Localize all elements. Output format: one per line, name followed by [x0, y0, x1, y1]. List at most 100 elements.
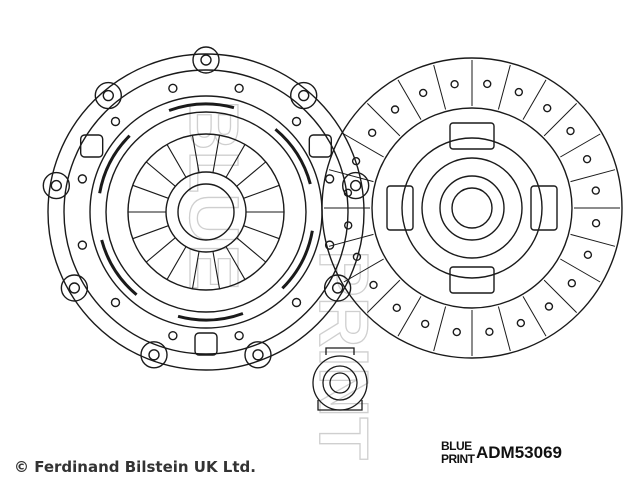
bolt-hole	[234, 330, 244, 341]
rivet	[544, 302, 554, 311]
logo-line-1: BLUE	[441, 439, 472, 453]
diaphragm-fingers	[98, 102, 314, 322]
segment-line	[497, 64, 511, 110]
rivet	[591, 219, 601, 228]
rivet	[516, 318, 526, 328]
segment-line	[366, 102, 401, 137]
lug-hole	[50, 179, 63, 192]
rivet	[351, 156, 361, 166]
rivets	[343, 79, 601, 337]
rivet	[543, 103, 552, 113]
segment-line	[397, 296, 422, 337]
finger-slot	[236, 161, 267, 187]
damper-spring	[386, 185, 414, 231]
bolt-hole	[77, 174, 88, 184]
lug	[290, 81, 318, 110]
segment-line	[497, 306, 511, 352]
finger-slot	[212, 251, 221, 289]
part-number: ADM53069	[476, 443, 562, 462]
bolt-hole	[291, 116, 302, 127]
segment-line	[522, 79, 547, 120]
bolt-hole	[168, 83, 178, 94]
rivet	[514, 87, 524, 97]
lug	[140, 341, 168, 369]
release-bearing	[312, 347, 368, 411]
logo-line-2: PRINT	[441, 452, 475, 466]
rivet	[483, 79, 492, 89]
segment-line	[366, 279, 401, 314]
svg-text:BLUE: BLUE	[175, 100, 253, 291]
segment-line	[522, 296, 547, 337]
damper-spring	[449, 266, 495, 294]
rivet	[352, 252, 362, 262]
segment-line	[328, 169, 374, 183]
bolt-hole	[234, 83, 244, 94]
bolt-hole	[110, 297, 121, 308]
bolt-hole	[110, 116, 121, 127]
rivet	[344, 221, 353, 230]
lug-hole	[331, 282, 344, 294]
lug-hole	[349, 179, 362, 192]
damper-spring	[530, 185, 558, 231]
bolt-hole	[291, 297, 302, 308]
finger-slot	[166, 144, 187, 178]
ring-slot	[281, 230, 314, 290]
rivet	[369, 280, 378, 290]
segment-line	[570, 169, 616, 183]
rivet	[420, 319, 430, 329]
rivet	[343, 188, 353, 197]
pressure-plate	[42, 46, 370, 371]
rivet	[418, 88, 428, 98]
rivet	[390, 105, 400, 114]
lug-hole	[102, 89, 114, 102]
strap-pad	[79, 134, 104, 158]
strap-pad	[308, 134, 333, 158]
segment-line	[433, 306, 447, 352]
finger-slot	[225, 246, 246, 280]
rivet	[485, 327, 494, 336]
finger-slot	[132, 184, 169, 199]
segment-line	[328, 233, 374, 247]
rivet	[367, 128, 377, 137]
segment-line	[397, 79, 422, 120]
finger-slot	[145, 161, 176, 187]
lug	[244, 341, 272, 369]
ring-slot	[274, 128, 312, 185]
rivet	[450, 80, 459, 89]
finger-slot	[191, 251, 200, 289]
lug-hole	[298, 89, 310, 102]
mounting-lugs	[42, 46, 370, 369]
finger-slot	[212, 135, 221, 173]
rivet	[392, 303, 401, 313]
segment-line	[543, 279, 578, 314]
bolt-hole	[168, 330, 178, 341]
ring-slot	[177, 312, 244, 322]
copyright-notice: © Ferdinand Bilstein UK Ltd.	[14, 458, 256, 476]
lug	[94, 81, 122, 110]
finger-slot	[236, 237, 267, 263]
lug	[42, 171, 71, 200]
segment-line	[343, 133, 384, 158]
strap-pad	[194, 332, 218, 356]
segment-line	[433, 64, 447, 110]
lug-hole	[68, 282, 81, 294]
segment-line	[570, 233, 616, 247]
rivet	[567, 279, 577, 288]
lug	[192, 46, 220, 74]
ring-slot	[168, 102, 235, 112]
segment-line	[543, 102, 578, 137]
lug-hole	[200, 54, 212, 66]
rivet	[591, 186, 600, 195]
segment-line	[560, 258, 601, 283]
lug	[341, 171, 370, 200]
finger-slot	[145, 237, 176, 263]
segment-line	[560, 133, 601, 158]
blue-print-logo: BLUE PRINT	[441, 440, 475, 472]
lug	[60, 274, 89, 302]
finger-slot	[243, 225, 280, 240]
damper-spring	[449, 122, 495, 150]
lug-hole	[148, 349, 160, 361]
ring-slot	[98, 134, 131, 194]
rivet	[582, 154, 592, 164]
